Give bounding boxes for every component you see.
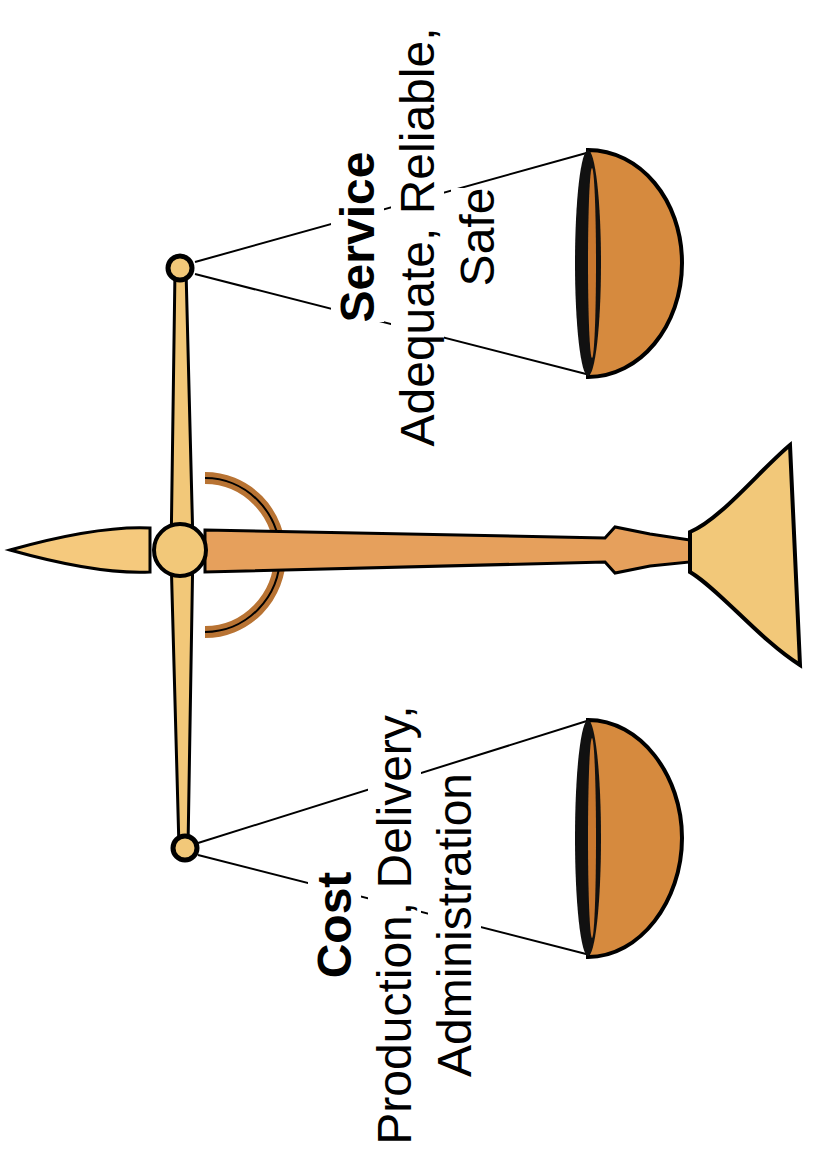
pan-rim — [575, 720, 601, 956]
label-group: ServiceAdequate, Reliable, Safe — [328, 7, 508, 467]
scale-spire — [10, 528, 150, 573]
label-line: Adequate, Reliable, Safe — [388, 7, 508, 467]
label-line: Production, Delivery, Administration — [365, 695, 485, 1155]
pan-rim-inner — [588, 738, 596, 938]
scale-column — [205, 527, 690, 573]
heading-label: Service — [331, 152, 384, 323]
pan-rim-inner — [588, 168, 596, 358]
scale-pan — [588, 720, 682, 957]
detail-label: Adequate, Reliable, Safe — [391, 28, 504, 447]
beam-end — [173, 836, 197, 860]
pan-rim — [575, 150, 601, 376]
beam-end — [168, 256, 192, 280]
heading-label: Cost — [308, 872, 361, 979]
detail-label: Production, Delivery, Administration — [368, 705, 481, 1144]
label-line: Cost — [305, 695, 365, 1155]
scale-pivot — [154, 524, 206, 576]
label-group: CostProduction, Delivery, Administration — [305, 695, 485, 1155]
scale-base — [690, 445, 800, 665]
label-line: Service — [328, 7, 388, 467]
scale-pan — [588, 150, 682, 377]
